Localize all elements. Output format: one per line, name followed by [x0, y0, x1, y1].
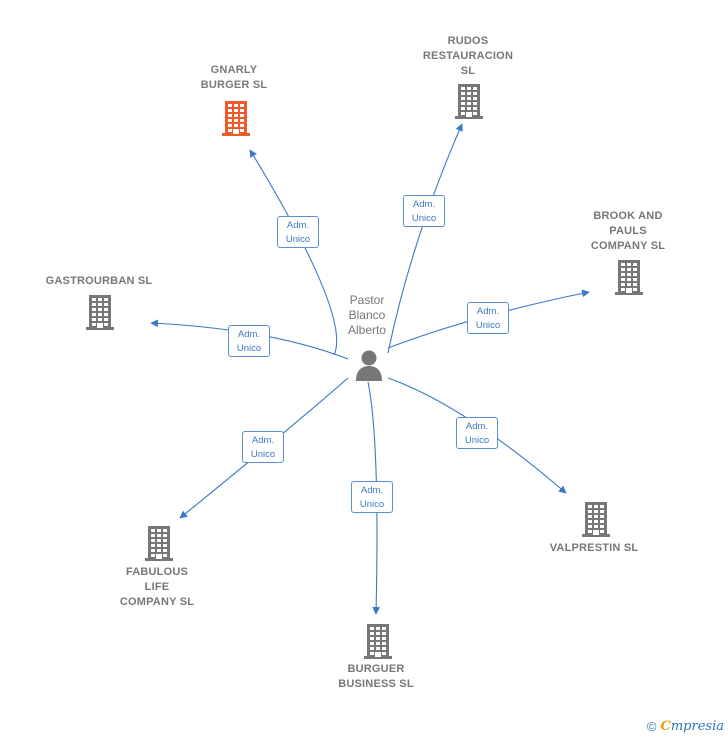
- brand-logo: Cmpresia: [660, 719, 725, 734]
- edge-burguer: [367, 381, 381, 615]
- building-icon-valpre[interactable]: [581, 501, 611, 537]
- company-name-fabulous[interactable]: FABULOUS LIFE COMPANY SL: [119, 565, 195, 608]
- copyright-icon: ©: [646, 719, 657, 734]
- building-icon-gnarly[interactable]: [221, 100, 251, 136]
- building-icon-brook[interactable]: [614, 259, 644, 295]
- relation-label-gnarly[interactable]: Adm. Unico: [277, 216, 319, 248]
- building-icon-fabulous[interactable]: [144, 525, 174, 561]
- company-name-burguer[interactable]: BURGUER BUSINESS SL: [338, 663, 414, 690]
- building-icon-rudos[interactable]: [454, 83, 484, 119]
- relation-label-valpre[interactable]: Adm. Unico: [456, 417, 498, 449]
- person-icon[interactable]: [354, 349, 384, 381]
- company-name-valpre[interactable]: VALPRESTIN SL: [549, 541, 639, 554]
- edge-rudos: [387, 123, 463, 354]
- edge-gnarly: [249, 149, 338, 356]
- building-icon-burguer[interactable]: [363, 623, 393, 659]
- relation-label-fabulous[interactable]: Adm. Unico: [242, 431, 284, 463]
- company-name-gastro[interactable]: GASTROURBAN SL: [45, 274, 153, 287]
- relation-label-rudos[interactable]: Adm. Unico: [403, 195, 445, 227]
- company-name-rudos[interactable]: RUDOS RESTAURACION SL: [422, 34, 514, 77]
- company-name-brook[interactable]: BROOK AND PAULS COMPANY SL: [590, 209, 666, 252]
- person-name: Pastor Blanco Alberto: [347, 293, 387, 337]
- company-name-gnarly[interactable]: GNARLY BURGER SL: [200, 64, 268, 91]
- relation-label-gastro[interactable]: Adm. Unico: [228, 325, 270, 357]
- relation-label-burguer[interactable]: Adm. Unico: [351, 481, 393, 513]
- building-icon-gastro[interactable]: [85, 294, 115, 330]
- relation-label-brook[interactable]: Adm. Unico: [467, 302, 509, 334]
- footer-brand: © Cmpresia: [647, 719, 724, 734]
